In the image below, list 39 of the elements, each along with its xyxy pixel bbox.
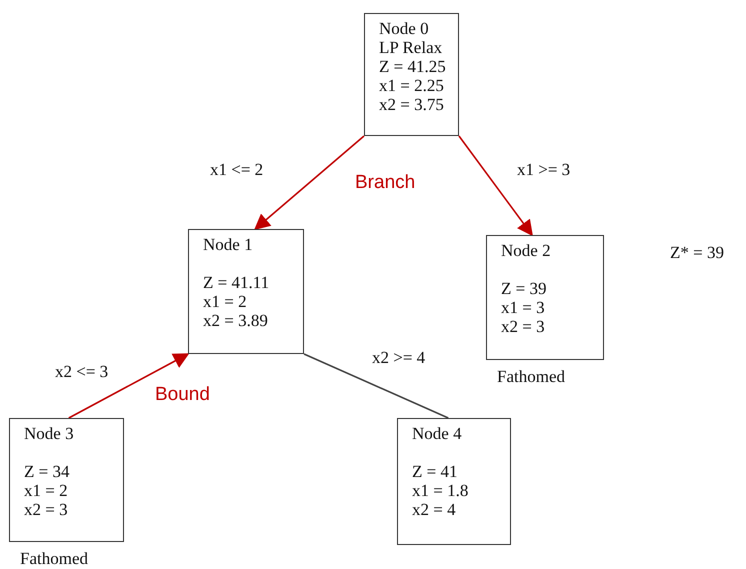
node-title: Node 1 <box>203 235 253 254</box>
node-box <box>188 229 304 354</box>
node-value: x2 = 3 <box>24 500 68 519</box>
connector-line <box>304 353 449 419</box>
node-title: Node 4 <box>412 424 462 443</box>
annotation-label: Bound <box>155 384 210 406</box>
node-value: x2 = 3.75 <box>379 95 444 114</box>
arrow <box>68 353 190 419</box>
node-value: LP Relax <box>379 38 442 57</box>
node-value: Z = 41.25 <box>379 57 446 76</box>
node-box <box>9 418 124 542</box>
node-box <box>364 13 459 136</box>
optimal-value-label: Z* = 39 <box>670 243 724 263</box>
status-note: Fathomed <box>497 367 565 387</box>
node-value: Z = 41 <box>412 462 458 481</box>
annotation-label: Branch <box>355 172 416 194</box>
node-value: Z = 34 <box>24 462 70 481</box>
node-title: Node 3 <box>24 424 74 443</box>
node-title: Node 0 <box>379 19 429 38</box>
status-note: Fathomed <box>20 549 88 569</box>
node-value: Z = 39 <box>501 279 546 298</box>
node-value: x2 = 3.89 <box>203 311 268 330</box>
edge-label: x1 >= 3 <box>517 160 570 180</box>
edge-label: x2 >= 4 <box>372 348 426 368</box>
node-value: x1 = 1.8 <box>412 481 468 500</box>
node-value: x1 = 2 <box>203 292 247 311</box>
node-value: x2 = 3 <box>501 317 545 336</box>
node-title: Node 2 <box>501 241 551 260</box>
edge-label: x1 <= 2 <box>210 160 264 180</box>
node-value: x2 = 4 <box>412 500 456 519</box>
edge-label: x2 <= 3 <box>55 362 108 382</box>
arrow <box>254 135 365 230</box>
node-value: x1 = 2 <box>24 481 68 500</box>
node-box <box>486 235 604 360</box>
node-box <box>397 418 511 545</box>
node-value: x1 = 2.25 <box>379 76 444 95</box>
node-value: x1 = 3 <box>501 298 545 317</box>
node-value: Z = 41.11 <box>203 273 270 292</box>
arrow <box>458 136 533 236</box>
